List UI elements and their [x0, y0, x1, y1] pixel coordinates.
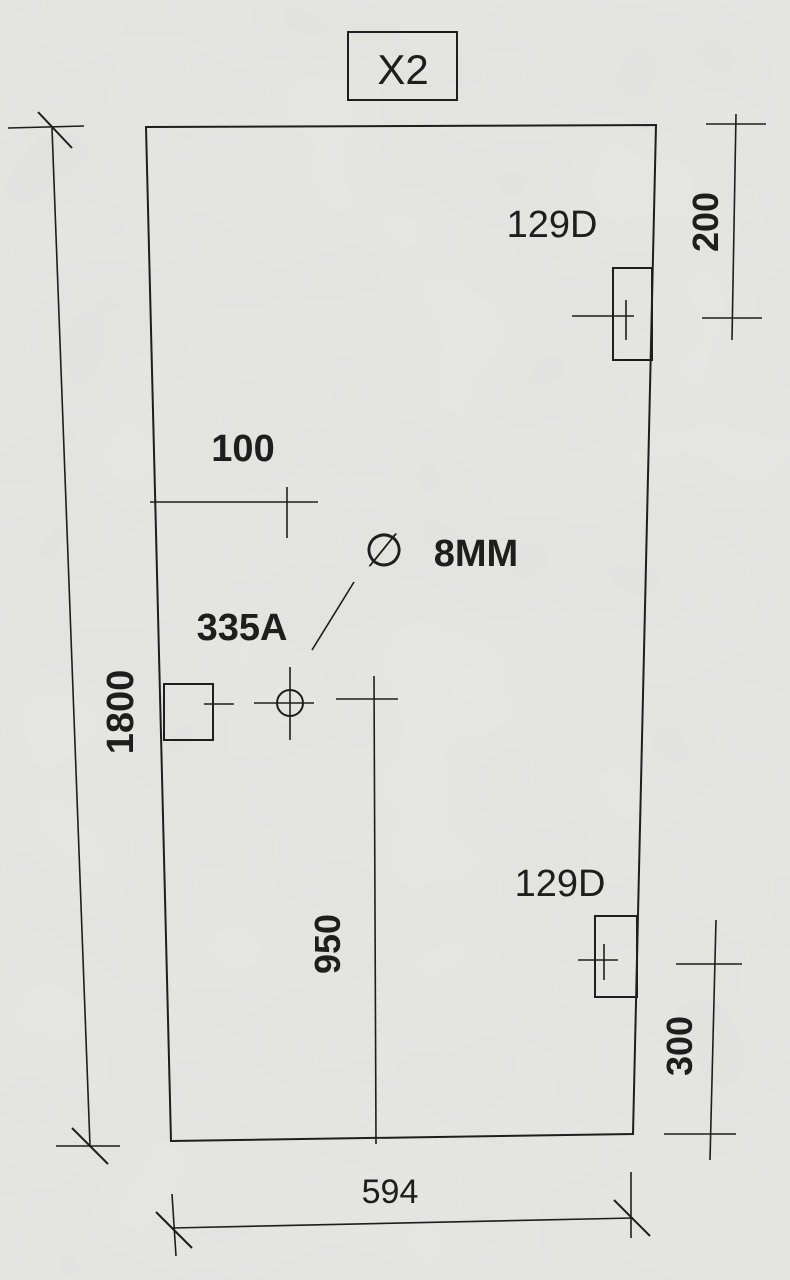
top-hinge-label: 129D [507, 204, 598, 246]
top-hinge-dimension-line [731, 113, 737, 341]
height-tick-top [37, 111, 73, 149]
height-label: 1800 [100, 670, 142, 755]
top-hinge: 129D [507, 204, 653, 361]
bottom-hinge: 129D [515, 863, 638, 998]
bottom-hinge-offset-label: 300 [659, 1016, 700, 1076]
height-dimension-line [51, 127, 91, 1147]
handle-label: 335A [197, 607, 288, 649]
left-offset-dimension: 100 [150, 428, 318, 538]
width-dimension-line [171, 1217, 634, 1229]
center-height-dimension: 950 [307, 675, 398, 1145]
hole-leader-line [311, 581, 355, 651]
title-text: X2 [377, 46, 428, 93]
handle-cutout [163, 683, 214, 741]
bottom-hinge-dimension-line [709, 919, 717, 1161]
top-hinge-dimension: 200 [685, 113, 766, 341]
center-height-label: 950 [307, 914, 348, 974]
top-hinge-offset-label: 200 [685, 192, 726, 252]
width-tick-right [613, 1199, 651, 1237]
height-dimension: 1800 [7, 111, 142, 1165]
left-offset-label: 100 [211, 428, 274, 470]
height-tick-bottom [71, 1127, 109, 1165]
width-tick-left [155, 1211, 193, 1249]
center-height-line [373, 675, 377, 1145]
top-hinge-cutout [612, 267, 653, 361]
bottom-hinge-cutout [594, 915, 638, 998]
width-dimension: 594 [155, 1172, 651, 1257]
title-frame [347, 31, 458, 101]
width-label: 594 [362, 1173, 419, 1211]
diameter-symbol: ∅ [364, 524, 404, 576]
handle: 335A [163, 607, 314, 741]
hole-callout: ∅ 8MM [311, 524, 518, 651]
bottom-hinge-label: 129D [515, 863, 606, 905]
width-extension-left [171, 1193, 177, 1257]
panel-outline [144, 123, 658, 1143]
hole-diameter-label: 8MM [434, 533, 518, 575]
title-box: X2 [347, 31, 458, 101]
bottom-hinge-dimension: 300 [659, 919, 742, 1161]
height-extension-top [7, 125, 85, 129]
